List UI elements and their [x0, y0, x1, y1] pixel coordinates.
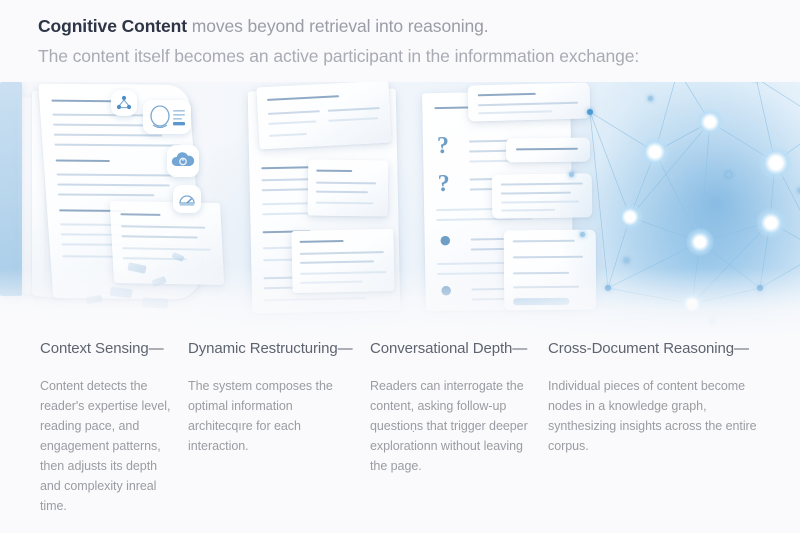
graph-node	[696, 108, 724, 136]
column-title: Context Sensing—	[40, 340, 164, 357]
column-body: Content detects the reader's expertise l…	[40, 379, 171, 513]
question-mark-icon: ?	[436, 132, 450, 160]
headline-remainder: moves beyond retrieval into reasoning.	[186, 16, 489, 36]
graph-node	[686, 228, 714, 256]
headline: Cognitive Content moves beyond retrieval…	[38, 14, 778, 38]
graph-node	[710, 320, 715, 325]
column-dynamic-restructuring: Dynamic Restructuring— The system compos…	[188, 338, 370, 516]
graph-node	[580, 232, 585, 237]
graph-node	[569, 172, 574, 177]
question-mark-icon: ?	[437, 170, 450, 198]
column-body: Individual pieces of content become node…	[548, 379, 757, 453]
graph-node	[624, 258, 629, 263]
column-title: Cross-Document Reasoning—	[548, 340, 749, 357]
user-avatar-icon: ●	[439, 276, 454, 303]
network-node-icon-chip	[111, 90, 137, 116]
graph-node	[605, 285, 611, 291]
restructured-card	[307, 159, 389, 217]
column-cross-document-reasoning: Cross-Document Reasoning— Individual pie…	[548, 338, 800, 516]
headline-emphasis: Cognitive Content	[38, 16, 187, 36]
graph-node	[756, 208, 786, 238]
illustration-dynamic-restructuring	[0, 82, 800, 314]
column-title: Dynamic Restructuring—	[188, 340, 353, 357]
graph-node	[798, 188, 800, 193]
graph-node	[648, 96, 653, 101]
restructured-card	[291, 228, 395, 294]
column-conversational-depth: Conversational Depth— Readers can interr…	[370, 338, 548, 516]
column-body: Readers can interrogate the content, ask…	[370, 379, 528, 473]
column-title: Conversational Depth—	[370, 340, 528, 357]
analytics-icon-chip	[173, 185, 201, 213]
illustration-band: ? ? ● ●	[0, 82, 800, 340]
column-body: The system composes the optimal informat…	[188, 379, 333, 453]
column-context-sensing: Context Sensing— Content detects the rea…	[0, 338, 188, 516]
graph-node	[680, 292, 704, 316]
graph-node	[617, 204, 643, 230]
feature-columns: Context Sensing— Content detects the rea…	[0, 338, 800, 516]
reader-profile-icon-chip	[143, 100, 191, 134]
graph-node	[757, 285, 763, 291]
cloud-processing-icon-chip	[167, 145, 199, 177]
restructured-card	[256, 82, 392, 150]
illustration-knowledge-graph	[560, 82, 800, 340]
graph-node	[587, 109, 593, 115]
graph-node	[726, 172, 731, 177]
graph-node	[759, 146, 793, 180]
subheadline: The content itself becomes an active par…	[38, 46, 640, 66]
header: Cognitive Content moves beyond retrieval…	[38, 14, 778, 68]
restructuring-rail	[0, 82, 22, 296]
document-fragment	[141, 297, 169, 309]
document-page-inset	[109, 201, 225, 285]
graph-node	[640, 137, 670, 167]
chat-bubble-icon: ●	[438, 226, 453, 253]
